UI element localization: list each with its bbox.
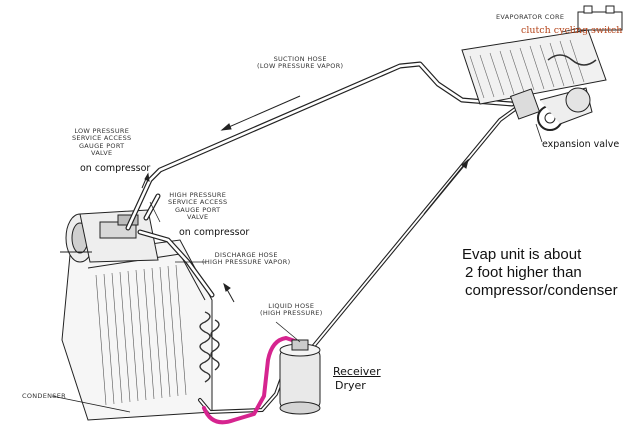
low-pressure-label-line3: GAUGE PORT (78, 141, 125, 150)
high-pressure-on-compressor-label: on compressor (179, 227, 250, 238)
evap-note-line1: Evap unit is about (462, 246, 582, 263)
suction-hose-label-line1: SUCTION HOSE (273, 55, 327, 63)
liquid-hose-label-line1: LIQUID HOSE (268, 302, 315, 310)
low-pressure-label-line1: LOW PRESSURE (74, 127, 130, 135)
liquid-hose-label: LIQUID HOSE (HIGH PRESSURE) (260, 302, 323, 318)
discharge-hose-label: DISCHARGE HOSE (HIGH PRESSURE VAPOR) (202, 251, 291, 267)
flow-arrows (141, 95, 469, 303)
clutch-cycling-switch-label: clutch cycling switch (521, 25, 623, 36)
clutch-cycling-switch-illustration (577, 5, 623, 31)
dryer-label: Dryer (335, 379, 366, 392)
highlighted-hose (202, 336, 300, 425)
evap-note-line2: 2 foot higher than (465, 264, 582, 281)
high-pressure-label-line2: SERVICE ACCESS (168, 198, 228, 207)
receiver-dryer-illustration (279, 339, 321, 415)
expansion-valve-label: expansion valve (542, 139, 620, 150)
discharge-hose-label-line1: DISCHARGE HOSE (214, 251, 278, 259)
low-pressure-label-line2: SERVICE ACCESS (72, 134, 132, 143)
low-pressure-on-compressor-label: on compressor (80, 163, 151, 174)
evap-height-note: Evap unit is about 2 foot higher than co… (462, 246, 618, 300)
high-pressure-label-line4: VALVE (186, 213, 209, 222)
condenser-illustration (61, 239, 220, 421)
evap-note-line3: compressor/condenser (465, 282, 618, 299)
expansion-valve-illustration (509, 87, 593, 131)
condenser-label: CONDENSER (22, 392, 66, 400)
discharge-hose-label-line2: (HIGH PRESSURE VAPOR) (202, 258, 291, 267)
liquid-hose-label-line2: (HIGH PRESSURE) (260, 309, 323, 318)
receiver-label: Receiver (333, 365, 381, 378)
high-pressure-valve-label: HIGH PRESSURE SERVICE ACCESS GAUGE PORT … (168, 191, 228, 222)
high-pressure-label-line3: GAUGE PORT (174, 205, 221, 214)
suction-hose-label-line2: (LOW PRESSURE VAPOR) (257, 62, 344, 71)
high-pressure-label-line1: HIGH PRESSURE (169, 191, 227, 199)
suction-hose-label: SUCTION HOSE (LOW PRESSURE VAPOR) (257, 55, 344, 71)
evaporator-core-label: EVAPORATOR CORE (496, 13, 565, 21)
evaporator-core-illustration (461, 29, 607, 105)
low-pressure-label-line4: VALVE (90, 149, 113, 158)
liquid-hose (310, 102, 524, 350)
low-pressure-valve-label: LOW PRESSURE SERVICE ACCESS GAUGE PORT V… (72, 127, 132, 158)
compressor-illustration (60, 209, 159, 263)
leader-lines (51, 27, 581, 413)
